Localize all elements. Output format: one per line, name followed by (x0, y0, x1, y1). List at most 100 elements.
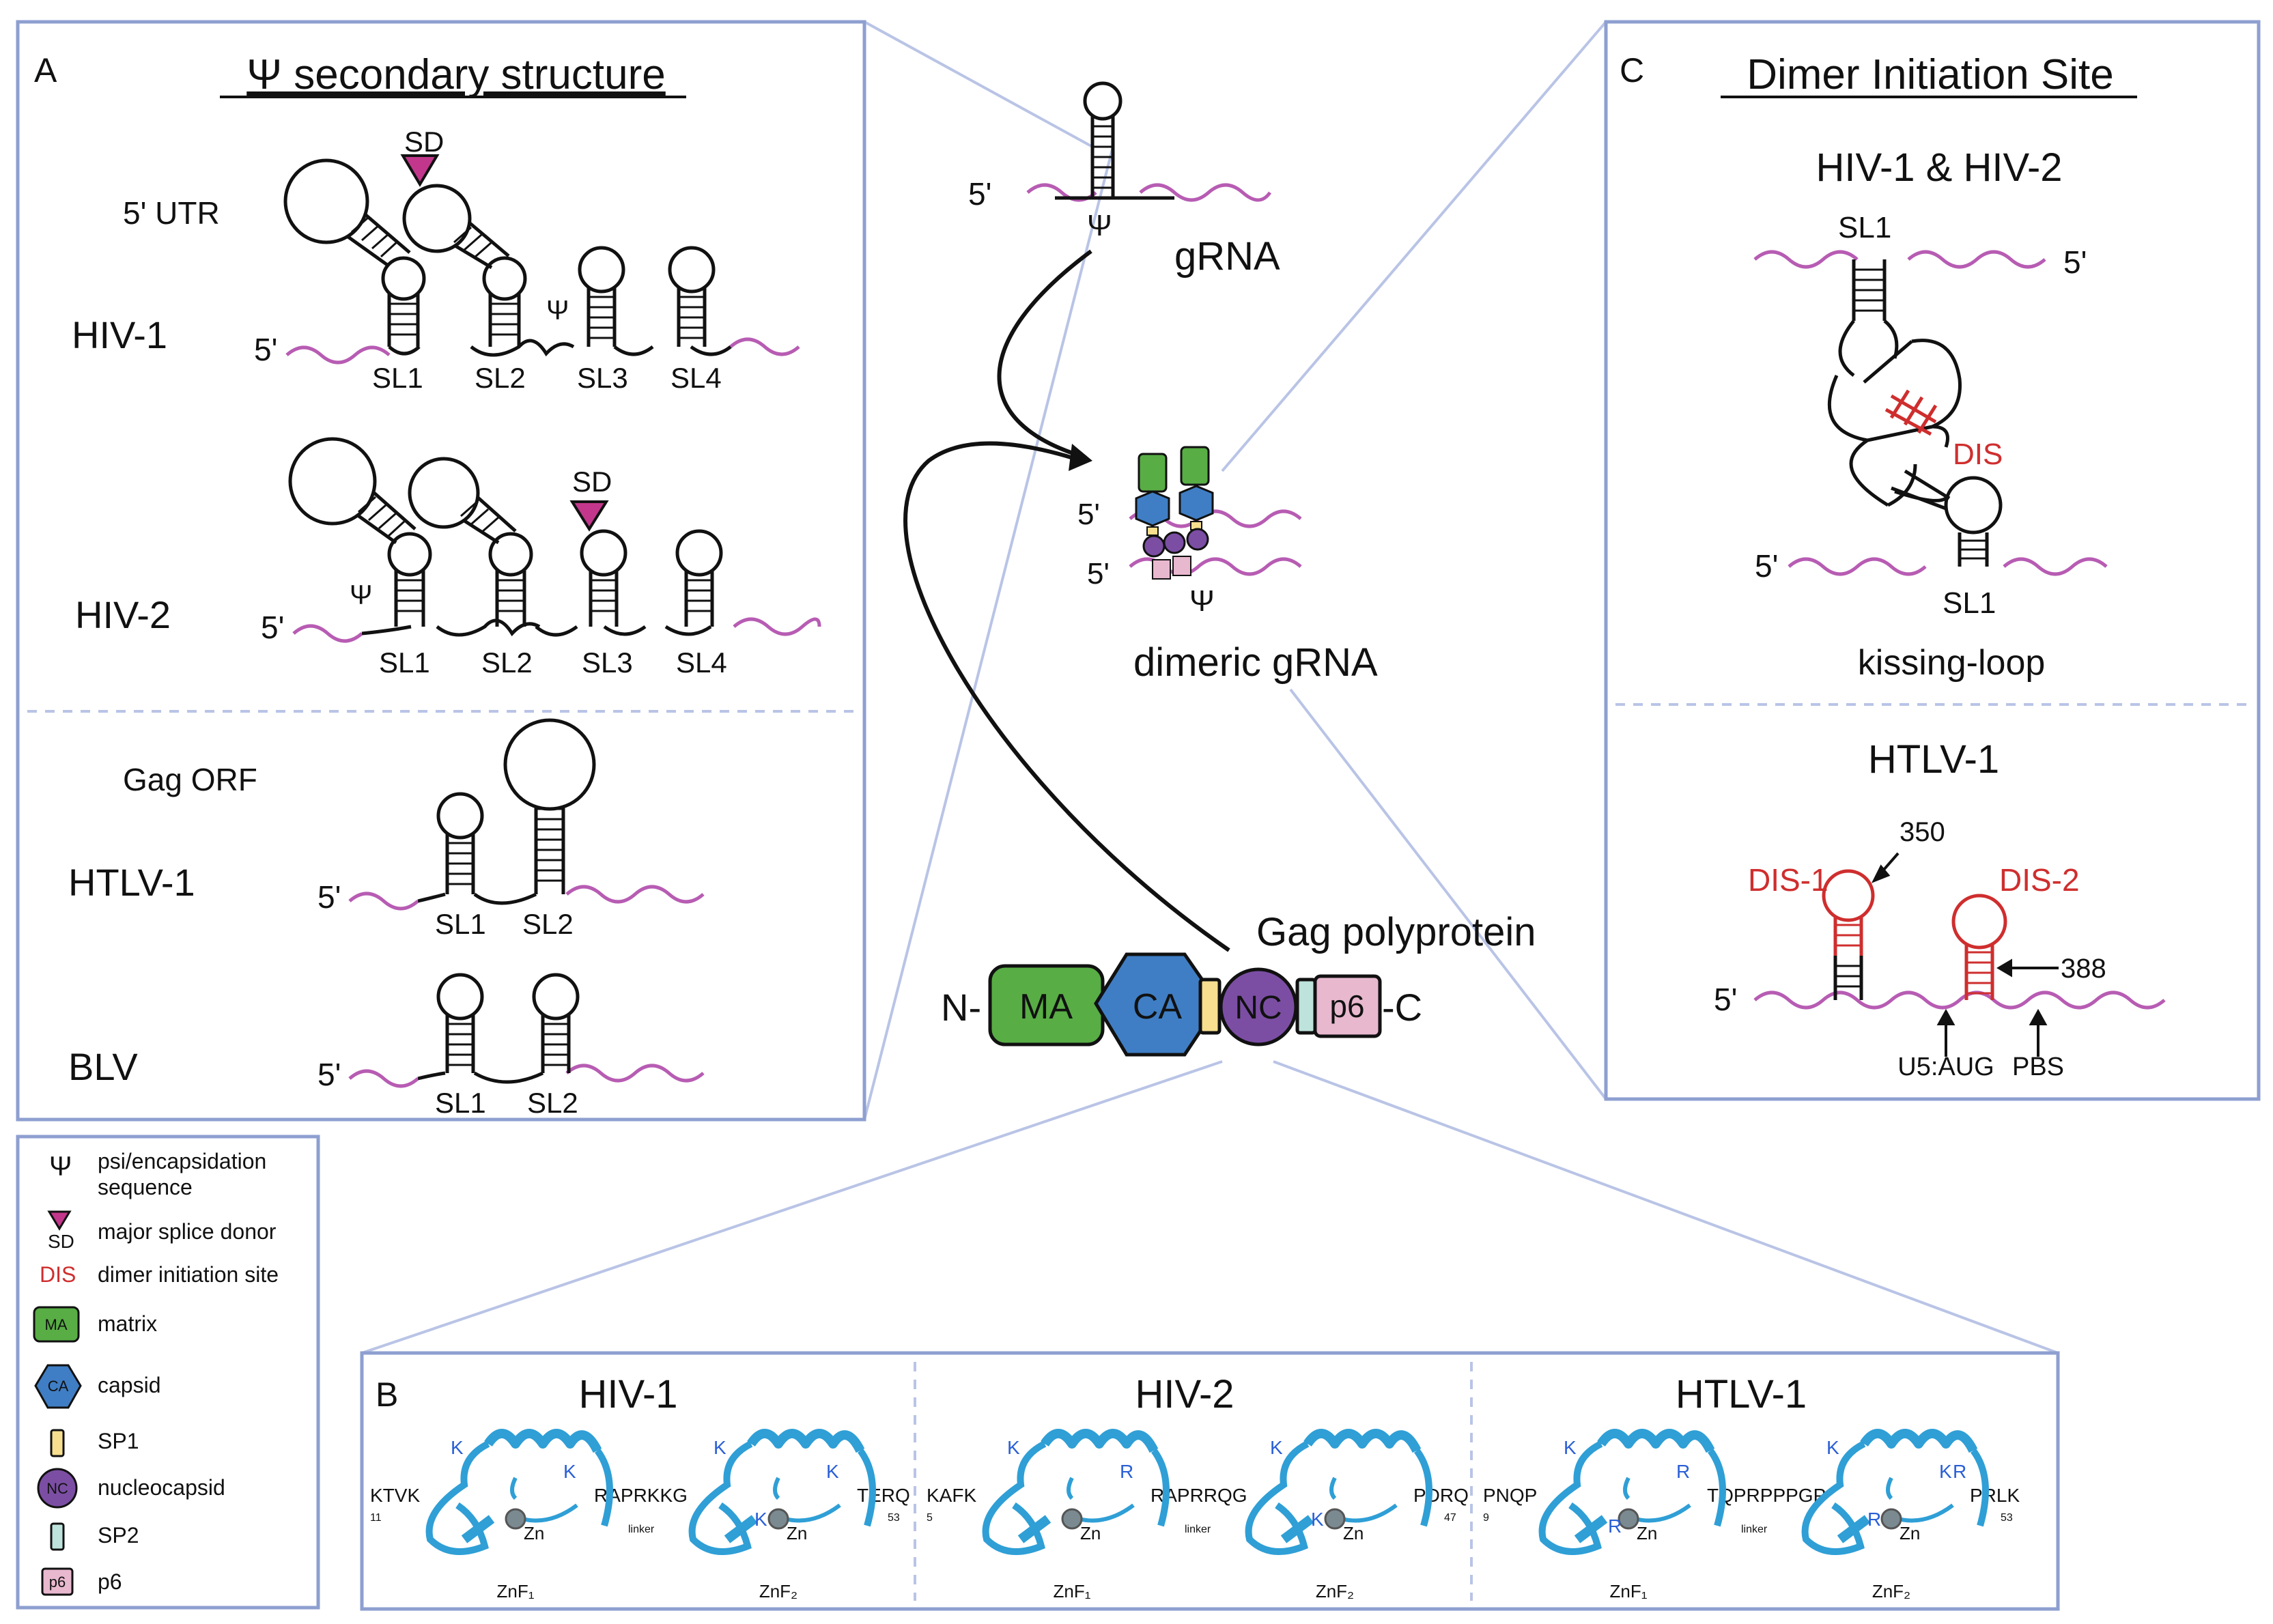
svg-text:Zn: Zn (1080, 1523, 1101, 1543)
hiv2-label: HIV-2 (75, 593, 171, 636)
blv-sl1 (436, 973, 484, 1073)
dis-label: DIS (1953, 438, 2003, 471)
legend-psi-label-2: sequence (98, 1175, 193, 1199)
dis2-label: DIS-2 (1999, 862, 2080, 898)
legend-sp2-icon (50, 1522, 65, 1551)
hiv2-5prime: 5' (261, 610, 284, 645)
svg-text:PRLK: PRLK (1970, 1485, 2020, 1506)
svg-text:KAFK: KAFK (927, 1485, 976, 1506)
hiv1-sl3 (578, 246, 625, 347)
legend-ca-icon (34, 1364, 82, 1409)
kl-5prime-top: 5' (2063, 244, 2087, 280)
svg-text:47: 47 (1444, 1512, 1456, 1524)
svg-text:HTLV-1: HTLV-1 (1676, 1372, 1807, 1416)
panel-b: B HIV-1KTVK11RAPRKKGlinkerTERQ53ZnKKZnKK… (360, 1351, 2060, 1611)
htlv-dis-diagram (1753, 852, 2166, 1057)
legend-dis-glyph: DIS (40, 1262, 76, 1287)
htlv1-sl1-label: SL1 (435, 908, 486, 940)
dis1-label: DIS-1 (1748, 862, 1829, 898)
panel-a-title: Ψ secondary structure (246, 51, 666, 98)
svg-text:PDRQ: PDRQ (1413, 1485, 1469, 1506)
svg-text:K: K (1311, 1509, 1324, 1530)
hiv1-rna (285, 337, 800, 365)
svg-text:K: K (1564, 1437, 1577, 1458)
legend-p6-icon (41, 1567, 74, 1596)
panel-c-letter: C (1620, 51, 1644, 89)
dimeric-label: dimeric gRNA (1133, 640, 1378, 685)
htlv-5prime: 5' (1714, 982, 1737, 1017)
htlv1-sl2-label: SL2 (522, 908, 574, 940)
legend-sp1-icon (50, 1429, 65, 1457)
svg-text:Zn: Zn (524, 1523, 544, 1543)
svg-text:K: K (1007, 1437, 1020, 1458)
svg-text:K: K (563, 1461, 576, 1482)
legend-dis-label: dimer initiation site (98, 1262, 279, 1287)
svg-text:Zn: Zn (787, 1523, 807, 1543)
legend-p6-glyph: p6 (49, 1573, 66, 1591)
svg-text:K: K (1826, 1437, 1839, 1458)
gag-polyprotein: N- -C MA CA NC p6 (941, 952, 1422, 1057)
svg-text:K: K (1270, 1437, 1283, 1458)
legend-ma-icon (33, 1306, 80, 1343)
svg-text:R: R (1867, 1509, 1881, 1530)
hiv1-sl1-label: SL1 (372, 362, 423, 394)
svg-text:R: R (1120, 1461, 1133, 1482)
sp1-domain (1198, 978, 1222, 1035)
legend-ma-label: matrix (98, 1311, 157, 1336)
legend: Ψ psi/encapsidation sequence SD major sp… (16, 1135, 320, 1610)
legend-sp1-label: SP1 (98, 1429, 139, 1453)
htlv1-structure: HTLV-1 5' SL1 SL2 (68, 718, 705, 940)
svg-text:K: K (451, 1437, 464, 1458)
blv-5prime: 5' (317, 1057, 341, 1092)
panel-a-letter: A (34, 51, 57, 89)
gag-title: Gag polyprotein (1256, 910, 1536, 954)
sd-marker (400, 154, 440, 187)
ca-domain (1094, 952, 1222, 1057)
pbs-label: PBS (2012, 1053, 2064, 1081)
kissing-label: kissing-loop (1858, 643, 2046, 683)
blv-sl2 (532, 973, 580, 1073)
hiv1-structure: HIV-1 5' SD (72, 126, 800, 394)
hiv2-sl1 (288, 437, 432, 627)
sd-label: SD (404, 126, 444, 158)
n388-label: 388 (2061, 954, 2106, 984)
htlv-dis-title: HTLV-1 (1868, 737, 1999, 782)
svg-text:linker: linker (1741, 1524, 1768, 1535)
zinc-finger-group: HIV-2KAFK5RAPRRQGlinkerPDRQ47ZnKRZnKKZnF… (927, 1372, 1469, 1601)
connector-lines (361, 20, 2059, 1354)
svg-text:TERQ: TERQ (857, 1485, 910, 1506)
psi-hiv1: Ψ (546, 296, 569, 326)
svg-text:linker: linker (628, 1524, 655, 1535)
htlv1-sl2 (503, 718, 596, 894)
svg-text:R: R (1608, 1515, 1622, 1537)
svg-text:R: R (1676, 1461, 1690, 1482)
hiv1-sl4 (668, 246, 716, 347)
gag-c: -C (1382, 986, 1422, 1029)
center-diagram: gRNA 5' Ψ 5' 5' Ψ dimeric gRNA Gag polyp… (903, 81, 1536, 1057)
sl1-bottom: SL1 (1943, 586, 1996, 620)
psi-hiv2: Ψ (350, 580, 372, 610)
grna-psi: Ψ (1087, 209, 1112, 242)
blv-sl1-label: SL1 (435, 1087, 486, 1119)
panel-c: C Dimer Initiation Site HIV-1 & HIV-2 (1604, 20, 2261, 1101)
sd-marker-hiv2 (569, 500, 609, 532)
svg-text:Zn: Zn (1343, 1523, 1364, 1543)
svg-text:K: K (714, 1437, 726, 1458)
hiv1-sl3-label: SL3 (577, 362, 628, 394)
svg-text:TQPRPPPGP: TQPRPPPGP (1707, 1485, 1826, 1506)
legend-ca-label: capsid (98, 1373, 161, 1397)
hiv1-sl2 (402, 184, 527, 347)
blv-sl2-label: SL2 (527, 1087, 578, 1119)
hiv2-sl2 (408, 457, 533, 627)
panel-c-subtitle: HIV-1 & HIV-2 (1816, 145, 2062, 190)
dimeric-grna (1129, 446, 1302, 580)
hiv2-sl4 (675, 529, 723, 627)
svg-text:KTVK: KTVK (370, 1485, 420, 1506)
kl-5prime-bottom: 5' (1755, 548, 1778, 584)
hiv2-sl3-label: SL3 (582, 646, 633, 679)
svg-text:53: 53 (2001, 1512, 2013, 1524)
svg-text:PNQP: PNQP (1483, 1485, 1537, 1506)
svg-text:Zn: Zn (1900, 1523, 1920, 1543)
